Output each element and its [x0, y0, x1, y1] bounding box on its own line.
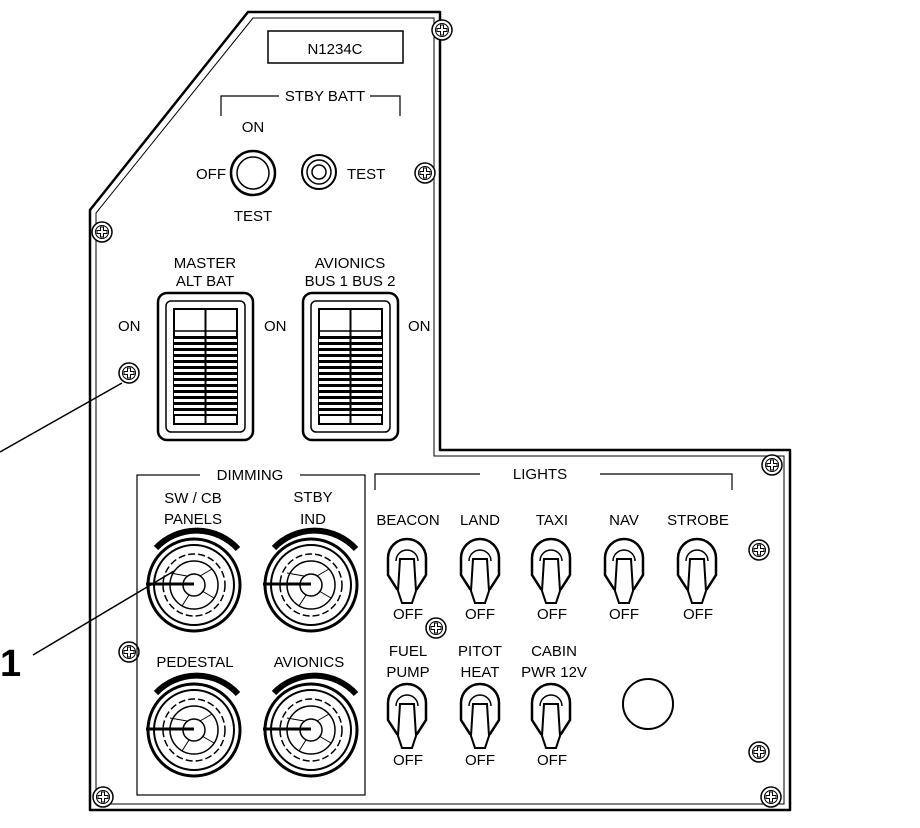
fuel-pump-label1: FUEL [389, 643, 427, 660]
lights-title: LIGHTS [513, 466, 567, 483]
screw-icon [91, 221, 113, 243]
avionics-rocker-switch[interactable] [301, 291, 400, 442]
dimming-knob-3-label1: PEDESTAL [156, 654, 233, 671]
screw-icon [761, 454, 783, 476]
dimming-knob-stby-ind[interactable] [261, 537, 359, 633]
dimming-title: DIMMING [217, 467, 284, 484]
cabin-pwr-off: OFF [537, 752, 567, 769]
dimming-knob-avionics[interactable] [261, 682, 359, 778]
registration-text: N1234C [307, 41, 362, 58]
callout-number: 1 [0, 643, 21, 685]
master-rocker-switch[interactable] [156, 291, 255, 442]
light-taxi-off: OFF [537, 606, 567, 623]
stby-batt-title: STBY BATT [285, 88, 365, 105]
screw-icon [425, 617, 447, 639]
dimming-knob-4-label1: AVIONICS [274, 654, 345, 671]
panel-outline [88, 10, 792, 812]
light-taxi-label: TAXI [536, 512, 568, 529]
stby-batt-test-label: TEST [234, 208, 272, 225]
avionics-title-line1: AVIONICS [315, 255, 386, 272]
stby-batt-off-label: OFF [196, 166, 226, 183]
avionics-on-right-label: ON [408, 318, 431, 335]
master-on-label: ON [118, 318, 141, 335]
dimming-knob-1-label1: SW / CB [164, 490, 222, 507]
pitot-heat-label2: HEAT [461, 664, 500, 681]
stby-batt-test-button-label: TEST [347, 166, 385, 183]
dimming-knob-2-label2: IND [300, 511, 326, 528]
avionics-on-left-label: ON [264, 318, 287, 335]
fuel-pump-off: OFF [393, 752, 423, 769]
screw-icon [118, 362, 140, 384]
avionics-title-line2: BUS 1 BUS 2 [305, 273, 396, 290]
screw-icon [748, 539, 770, 561]
master-title-line1: MASTER [174, 255, 237, 272]
dimming-knob-2-label1: STBY [293, 489, 332, 506]
screw-icon [760, 786, 782, 808]
cabin-pwr-label2: PWR 12V [521, 664, 587, 681]
light-land-off: OFF [465, 606, 495, 623]
light-nav-off: OFF [609, 606, 639, 623]
light-strobe-off: OFF [683, 606, 713, 623]
stby-batt-switch[interactable] [229, 149, 277, 197]
light-beacon-off: OFF [393, 606, 423, 623]
stby-batt-on-label: ON [242, 119, 265, 136]
power-outlet[interactable] [622, 678, 674, 730]
cabin-pwr-label1: CABIN [531, 643, 577, 660]
light-nav-label: NAV [609, 512, 639, 529]
screw-icon [431, 19, 453, 41]
callout-leader-line [32, 570, 175, 656]
dimming-knob-pedestal[interactable] [144, 682, 242, 778]
screw-icon [92, 786, 114, 808]
master-title-line2: ALT BAT [176, 273, 234, 290]
stby-batt-test-button[interactable] [301, 154, 337, 190]
dimming-knob-1-label2: PANELS [164, 511, 222, 528]
light-land-label: LAND [460, 512, 500, 529]
dimming-knob-sw-cb-panels[interactable] [144, 537, 242, 633]
pitot-heat-label1: PITOT [458, 643, 502, 660]
light-beacon-label: BEACON [376, 512, 439, 529]
fuel-pump-label2: PUMP [386, 664, 429, 681]
screw-icon [748, 741, 770, 763]
registration-placard [267, 30, 404, 64]
screw-icon [414, 162, 436, 184]
pitot-heat-off: OFF [465, 752, 495, 769]
callout-leader-line [0, 382, 123, 453]
light-strobe-label: STROBE [667, 512, 729, 529]
screw-icon [118, 641, 140, 663]
